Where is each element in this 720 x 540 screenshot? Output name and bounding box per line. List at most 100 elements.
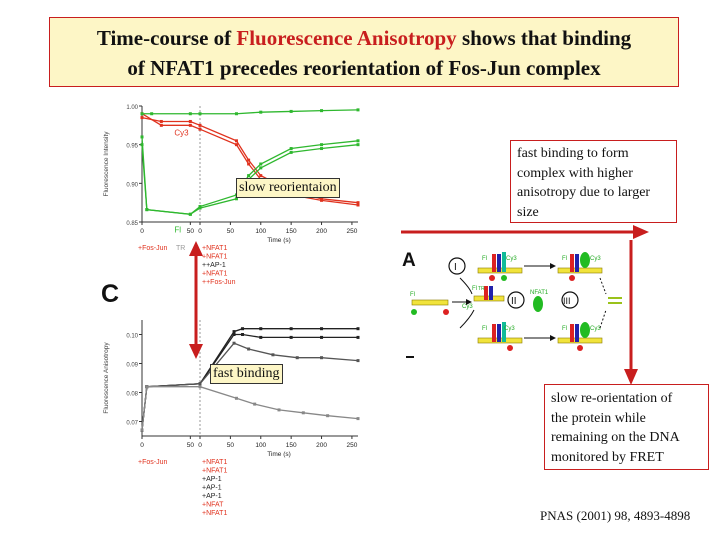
data-point xyxy=(259,166,263,170)
data-point xyxy=(295,356,299,360)
x-tick-label: 0 xyxy=(140,228,144,235)
note-top-line-3: anisotropy due to larger xyxy=(517,185,651,200)
upper-complex-2: Fl Cy3 xyxy=(557,252,603,281)
x-axis-label: Time (s) xyxy=(267,451,291,458)
data-point xyxy=(247,162,251,166)
vertical-double-arrow xyxy=(189,241,203,359)
x-tick-label: 50 xyxy=(187,442,195,449)
y-axis-label: Fluorescence Anisotropy xyxy=(103,342,110,414)
data-point xyxy=(241,327,245,331)
title-highlight: Fluorescence Anisotropy xyxy=(236,26,457,50)
label-fl-5: Fl xyxy=(482,326,487,332)
data-point xyxy=(289,327,293,331)
data-point xyxy=(356,335,360,339)
state-two-label: II xyxy=(511,296,517,307)
data-point xyxy=(140,135,144,139)
data-point xyxy=(259,327,263,331)
data-point xyxy=(356,417,360,421)
data-point xyxy=(320,143,324,147)
note-bottom-line-4: monitored by FRET xyxy=(551,449,664,465)
data-point xyxy=(320,356,324,360)
x-tick-label: 250 xyxy=(346,442,357,449)
y-axis-label: Fluorescence Intensity xyxy=(103,131,110,197)
addition-label-second: ++Fos-Jun xyxy=(202,279,236,286)
title-line-2: of NFAT1 precedes reorientation of Fos-J… xyxy=(127,56,601,80)
y-tick-label: 0.90 xyxy=(126,182,138,188)
slide-title: Time-course of Fluorescence Anisotropy s… xyxy=(49,17,679,87)
y-tick-label: 0.95 xyxy=(126,144,138,150)
addition-label-second: +AP-1 xyxy=(202,476,222,483)
label-fl-1: Fl xyxy=(482,256,487,262)
nfat-protein xyxy=(533,296,543,312)
y-tick-label: 1.00 xyxy=(126,105,138,111)
label-fl-4: Fl xyxy=(472,286,477,292)
data-point xyxy=(356,327,360,331)
x-tick-label: 100 xyxy=(255,442,266,449)
slow-reorientation-note: slow re-orientation of the protein while… xyxy=(544,384,709,470)
data-point xyxy=(234,143,238,147)
data-point xyxy=(301,411,305,415)
data-point xyxy=(234,112,238,116)
note-bottom-line-1: slow re-orientation of xyxy=(551,391,673,406)
lower-complex-2: Fl Cy3 xyxy=(557,322,603,351)
data-point xyxy=(289,150,293,154)
label-cy3-3: Cy3 xyxy=(462,304,473,310)
data-point xyxy=(320,327,324,331)
data-point xyxy=(150,112,154,116)
data-point xyxy=(271,353,275,357)
note-bottom-line-2: the protein while xyxy=(551,410,646,426)
x-tick-label: 200 xyxy=(316,228,327,235)
data-point xyxy=(356,108,360,112)
data-point xyxy=(320,147,324,151)
data-point xyxy=(320,198,324,202)
label-fl-2: Fl xyxy=(562,256,567,262)
state-one-circle xyxy=(448,257,466,275)
data-point xyxy=(247,158,251,162)
data-point xyxy=(140,116,144,120)
data-point xyxy=(145,208,149,212)
x-tick-label: 250 xyxy=(346,228,357,235)
right-arrows xyxy=(401,225,649,385)
x-tick-label: 100 xyxy=(255,228,266,235)
series-line-4 xyxy=(142,109,359,115)
data-point xyxy=(198,382,202,386)
data-point xyxy=(277,408,281,412)
y-tick-label: 0.09 xyxy=(126,363,138,369)
data-point xyxy=(247,347,251,351)
data-point xyxy=(198,127,202,131)
label-tr: TR xyxy=(478,286,485,292)
addition-label-second: ++AP-1 xyxy=(202,262,226,269)
data-point xyxy=(198,123,202,127)
x-tick-label: 50 xyxy=(227,228,235,235)
data-point xyxy=(234,396,238,400)
data-point xyxy=(320,335,324,339)
data-point xyxy=(320,197,324,201)
data-point xyxy=(232,330,236,334)
x-tick-label: 150 xyxy=(286,442,297,449)
data-point xyxy=(356,203,360,207)
slow-reorientation-callout: slow reorientaion xyxy=(236,178,340,198)
label-fl-3: Fl xyxy=(410,292,415,298)
data-point xyxy=(188,119,192,123)
x-tick-label: 200 xyxy=(316,442,327,449)
title-text-post: shows that binding xyxy=(456,26,632,50)
data-point xyxy=(259,335,263,339)
label-cy3-1: Cy3 xyxy=(506,256,517,262)
note-bottom-line-3: remaining on the DNA xyxy=(551,430,680,445)
data-point xyxy=(159,123,163,127)
data-point xyxy=(198,205,202,209)
panel-letter-c-text: C xyxy=(101,280,119,308)
fast-binding-callout: fast binding xyxy=(210,364,283,384)
data-point xyxy=(326,414,330,418)
data-point xyxy=(289,147,293,151)
upper-complex-1: Fl Cy3 xyxy=(477,252,523,281)
data-point xyxy=(356,139,360,143)
data-point xyxy=(241,333,245,336)
binding-schematic: A I Fl Cy3 Fl Cy3 Fl Fl TR Cy3 xyxy=(402,250,622,358)
note-top-line-4: size xyxy=(517,204,539,220)
data-point xyxy=(234,197,238,201)
free-dna: Fl xyxy=(410,292,449,315)
state-one-label: I xyxy=(454,262,457,273)
state-three-label: III xyxy=(563,296,571,306)
series-label: Cy3 xyxy=(174,128,189,137)
